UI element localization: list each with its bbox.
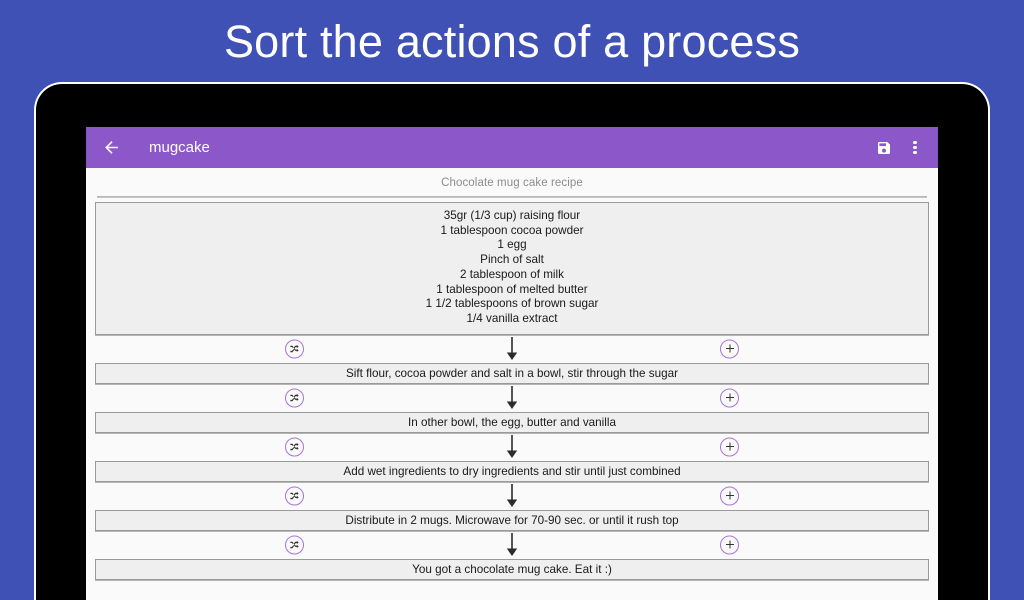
shuffle-icon (290, 540, 299, 548)
plus-circle-icon (725, 540, 734, 549)
ingredient-line: Pinch of salt (480, 253, 544, 267)
arrow-down-icon (506, 385, 518, 409)
connector-row (95, 531, 929, 559)
title-divider (97, 196, 927, 198)
plus-circle-icon (725, 442, 734, 451)
back-button[interactable] (96, 133, 126, 163)
ingredients-card[interactable]: 35gr (1/3 cup) raising flour 1 tablespoo… (95, 202, 929, 335)
connector-row (95, 384, 929, 412)
ingredient-line: 1/4 vanilla extract (466, 311, 558, 325)
connector-row (95, 335, 929, 363)
add-step-button[interactable] (720, 535, 739, 555)
add-step-button[interactable] (720, 486, 739, 506)
plus-circle-icon (725, 344, 734, 353)
shuffle-button[interactable] (285, 486, 304, 506)
tablet-device-frame: mugcake Chocolate mug cake recipe 35gr (… (36, 84, 988, 600)
save-button[interactable] (870, 134, 898, 162)
overflow-menu-icon (913, 139, 917, 155)
shuffle-icon (290, 393, 299, 401)
process-content: Chocolate mug cake recipe 35gr (1/3 cup)… (86, 168, 938, 600)
arrow-left-icon (104, 141, 118, 154)
arrow-down-icon (506, 483, 518, 507)
ingredient-line: 35gr (1/3 cup) raising flour (443, 209, 581, 222)
plus-circle-icon (725, 491, 734, 500)
ingredient-line: 1 tablespoon of melted butter (436, 282, 588, 296)
app-bar: mugcake (86, 127, 938, 168)
shuffle-icon (290, 344, 299, 352)
promo-banner: Sort the actions of a process (0, 0, 1024, 82)
connector-row (95, 433, 929, 461)
step-text: In other bowl, the egg, butter and vanil… (408, 415, 616, 429)
app-bar-title: mugcake (149, 139, 210, 156)
step-row[interactable]: You got a chocolate mug cake. Eat it :) (95, 558, 929, 580)
shuffle-icon (290, 491, 299, 499)
step-row[interactable]: Distribute in 2 mugs. Microwave for 70-9… (95, 509, 929, 531)
save-floppy-icon (878, 141, 890, 154)
plus-circle-icon (725, 393, 734, 402)
step-text: Sift flour, cocoa powder and salt in a b… (346, 366, 678, 380)
app-screen: mugcake Chocolate mug cake recipe 35gr (… (86, 127, 938, 600)
ingredient-line: 2 tablespoon of milk (460, 267, 564, 281)
promo-banner-title: Sort the actions of a process (223, 15, 801, 67)
shuffle-button[interactable] (285, 437, 304, 457)
add-step-button[interactable] (720, 437, 739, 457)
ingredient-line: 1 egg (497, 238, 527, 252)
shuffle-button[interactable] (285, 339, 304, 359)
ingredient-line: 1 tablespoon cocoa powder (440, 223, 584, 237)
recipe-title: Chocolate mug cake recipe (441, 177, 583, 189)
shuffle-button[interactable] (285, 535, 304, 555)
step-row[interactable]: In other bowl, the egg, butter and vanil… (95, 411, 929, 433)
ingredient-line: 1 1/2 tablespoons of brown sugar (425, 297, 599, 311)
connector-row (95, 482, 929, 510)
overflow-menu-button[interactable] (906, 134, 924, 162)
arrow-down-icon (506, 532, 518, 556)
arrow-down-icon (506, 336, 518, 360)
shuffle-button[interactable] (285, 388, 304, 408)
add-step-button[interactable] (720, 339, 739, 359)
step-text: Distribute in 2 mugs. Microwave for 70-9… (345, 513, 679, 527)
arrow-down-icon (506, 434, 518, 458)
add-step-button[interactable] (720, 388, 739, 408)
step-text: Add wet ingredients to dry ingredients a… (343, 464, 681, 478)
step-text: You got a chocolate mug cake. Eat it :) (412, 562, 612, 576)
step-row[interactable]: Add wet ingredients to dry ingredients a… (95, 460, 929, 482)
shuffle-icon (290, 442, 299, 450)
step-row[interactable]: Sift flour, cocoa powder and salt in a b… (95, 362, 929, 384)
